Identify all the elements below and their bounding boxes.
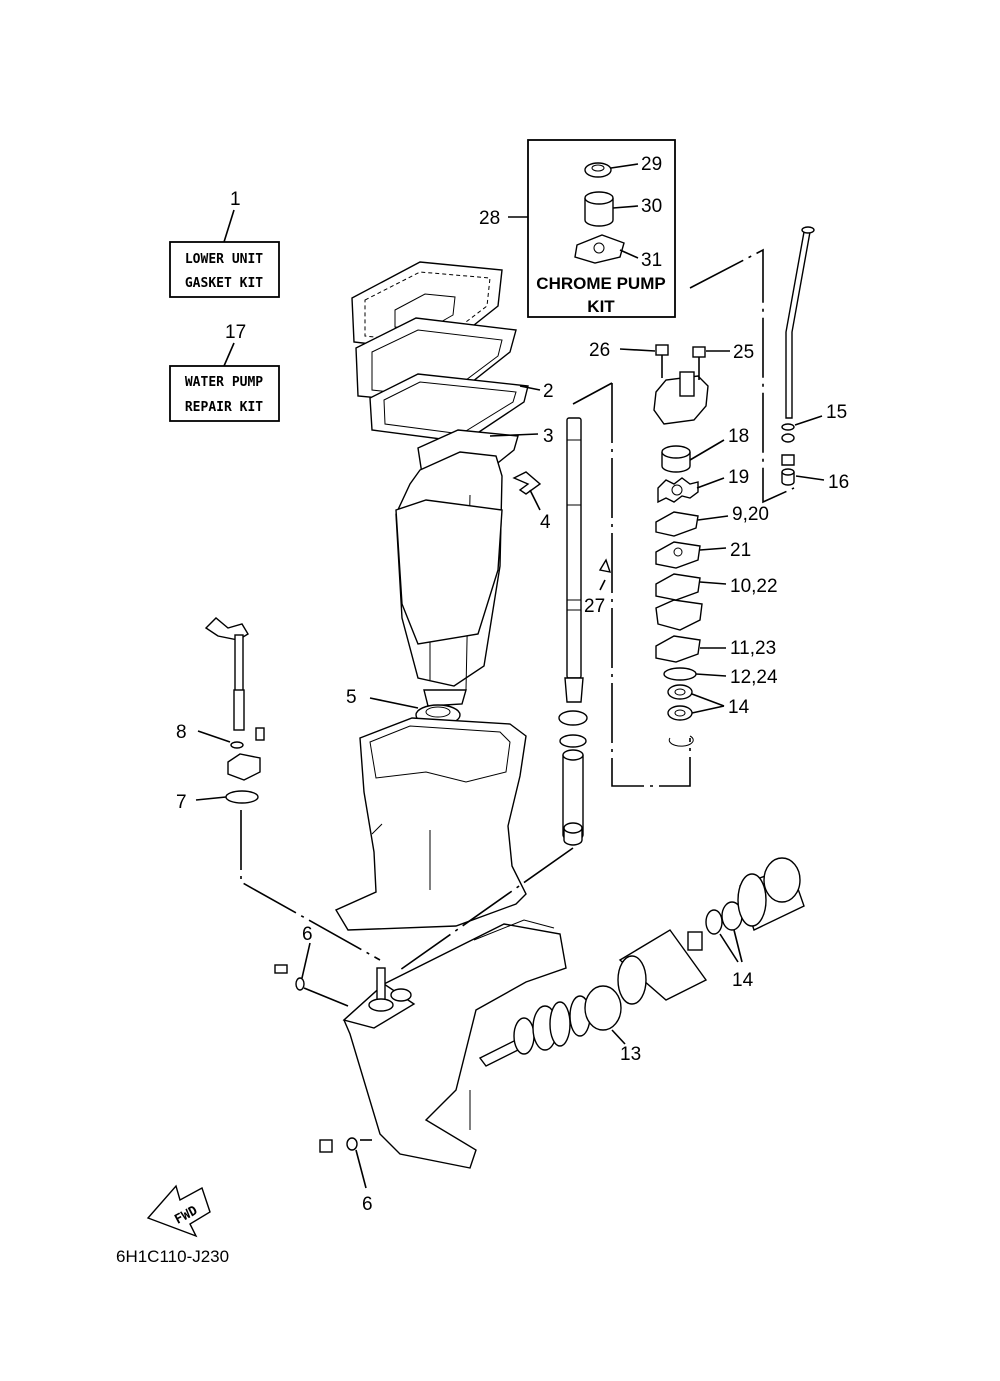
callout-15: 15	[826, 402, 847, 423]
shift-rod: 8 7	[176, 617, 265, 813]
callout-30: 30	[641, 196, 662, 217]
fwd-arrow-icon: FWD	[146, 1184, 211, 1238]
water-pump-text: WATER PUMP	[185, 375, 263, 390]
callout-26: 26	[589, 340, 610, 361]
callout-14-lower: 14	[732, 970, 754, 991]
callout-16: 16	[828, 472, 849, 493]
callout-25: 25	[733, 342, 754, 363]
drive-shaft: 27	[558, 417, 612, 846]
lower-unit-text: LOWER UNIT	[185, 252, 263, 267]
chrome-pump-text: CHROME PUMP	[536, 274, 665, 293]
repair-kit-text: REPAIR KIT	[185, 400, 263, 415]
callout-6-upper: 6	[302, 924, 313, 945]
callout-1: 1	[230, 189, 241, 210]
callout-2: 2	[543, 381, 554, 402]
water-pump-parts: 26 25 18 19 9,20 21 10,22 11,23	[589, 340, 778, 747]
lower-unit-gasket-kit-label: 1 LOWER UNIT GASKET KIT	[169, 189, 280, 298]
propeller-shaft-assembly: 13 14	[478, 857, 805, 1067]
callout-21: 21	[730, 540, 751, 561]
upper-casing	[334, 717, 527, 931]
lower-gear-case: 6 6	[274, 919, 567, 1215]
kit-text: KIT	[587, 297, 615, 316]
callout-27: 27	[584, 596, 605, 617]
callout-13: 13	[620, 1044, 641, 1065]
gasket-stack: 2 3 4	[351, 261, 554, 533]
callout-4: 4	[540, 512, 551, 533]
exhaust-guide	[395, 451, 503, 707]
callout-3: 3	[543, 426, 554, 447]
callout-14-upper: 14	[728, 697, 750, 718]
chrome-pump-kit-box: 28 29 30 31 CHROME PUMP KIT	[479, 139, 676, 318]
gasket-kit-text: GASKET KIT	[185, 276, 263, 291]
callout-6-lower: 6	[362, 1194, 373, 1215]
callout-10-22: 10,22	[730, 576, 778, 597]
callout-8: 8	[176, 722, 187, 743]
callout-12-24: 12,24	[730, 667, 778, 688]
callout-19: 19	[728, 467, 749, 488]
callout-7: 7	[176, 792, 187, 813]
callout-18: 18	[728, 426, 749, 447]
water-tube: 15 16	[781, 226, 849, 493]
assembly-lines	[240, 248, 795, 971]
diagram-code: 6H1C110-J230	[116, 1247, 229, 1266]
callout-29: 29	[641, 154, 662, 175]
callout-9-20: 9,20	[732, 504, 769, 525]
water-pump-repair-kit-label: 17 WATER PUMP REPAIR KIT	[169, 322, 280, 422]
callout-28: 28	[479, 208, 500, 229]
callout-17: 17	[225, 322, 246, 343]
callout-5: 5	[346, 687, 357, 708]
callout-11-23: 11,23	[730, 638, 776, 659]
callout-31: 31	[641, 250, 662, 271]
